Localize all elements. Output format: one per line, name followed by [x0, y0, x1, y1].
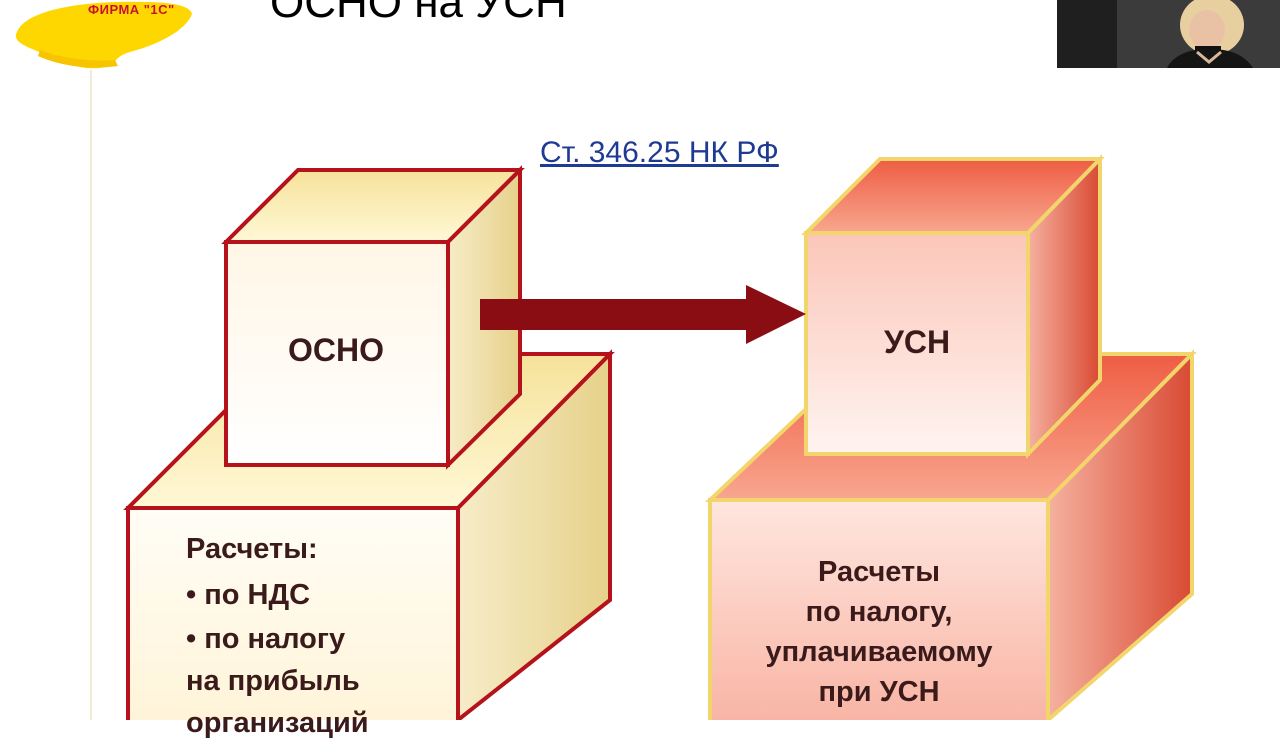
osno-top-cube	[221, 165, 525, 470]
law-reference-link[interactable]: Ст. 346.25 НК РФ	[540, 136, 779, 169]
logo-text: ФИРМА "1С"	[88, 2, 175, 17]
usn-label: УСН	[883, 324, 951, 360]
osno-item-profit-tax-2: на прибыль	[186, 665, 360, 697]
slide-title: ОСНО на УСН	[270, 0, 567, 27]
right-arrow-icon	[480, 285, 806, 344]
usn-calculations: Расчеты по налогу, уплачиваемому при УСН	[712, 552, 1046, 712]
usn-line-1: Расчеты	[817, 556, 941, 588]
tax-transition-diagram	[123, 154, 1197, 720]
logo-brush-icon	[15, 1, 193, 69]
osno-label: ОСНО	[288, 332, 384, 368]
usn-line-2: по налогу,	[805, 596, 953, 628]
osno-item-vat: • по НДС	[186, 579, 311, 611]
usn-line-4: при УСН	[818, 676, 940, 708]
osno-calculations: Расчеты: • по НДС • по налогу на прибыль…	[186, 526, 446, 744]
osno-item-profit-tax-1: • по налогу	[186, 623, 346, 655]
slide-left-rule	[90, 70, 92, 720]
osno-heading: Расчеты:	[186, 533, 318, 565]
osno-item-profit-tax-3: организаций	[186, 707, 369, 739]
usn-line-3: уплачиваемому	[765, 636, 993, 668]
usn-top-cube	[801, 154, 1105, 459]
presenter-webcam	[1057, 0, 1280, 68]
logo: ФИРМА "1С"	[0, 0, 200, 72]
